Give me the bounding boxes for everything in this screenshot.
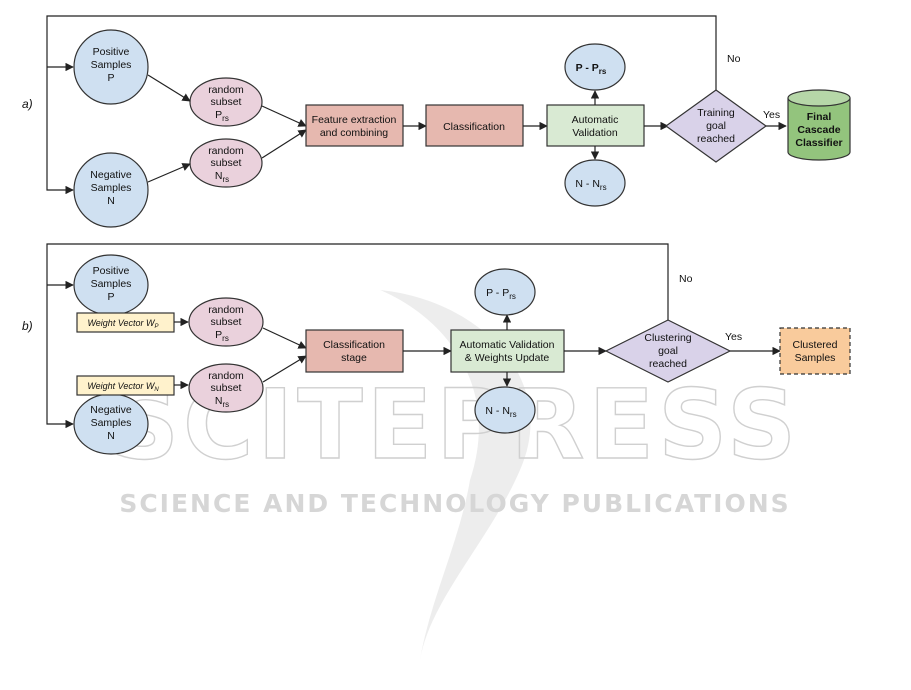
panel-b: b) No Positive Samples P Negative Sample… [22, 243, 851, 455]
svg-text:Samples: Samples [795, 352, 836, 364]
svg-text:Automatic: Automatic [572, 114, 619, 126]
svg-text:Prs: Prs [215, 329, 229, 343]
svg-text:Positive: Positive [93, 46, 130, 58]
svg-text:random: random [208, 145, 244, 157]
svg-text:& Weights Update: & Weights Update [465, 352, 550, 364]
watermark: SCITEPRESS SCIENCE AND TECHNOLOGY PUBLIC… [109, 290, 797, 660]
b-random-subset-positive: random subset Prs [188, 297, 264, 347]
svg-text:stage: stage [341, 352, 367, 364]
svg-text:Nrs: Nrs [215, 170, 229, 184]
b-clustering-goal-diamond: Clustering goal reached [604, 319, 732, 383]
svg-text:Classification: Classification [443, 121, 505, 133]
svg-text:random: random [208, 304, 244, 316]
a-feature-extraction-box: Feature extraction and combining [305, 104, 404, 147]
b-negative-samples: Negative Samples N [73, 393, 149, 455]
b-random-subset-negative: random subset Nrs [188, 363, 264, 413]
svg-text:P: P [107, 72, 114, 84]
a-classification-box: Classification [425, 104, 524, 147]
svg-text:P - Prs: P - Prs [486, 287, 516, 301]
svg-text:Negative: Negative [90, 169, 132, 181]
b-validation-weights-box: Automatic Validation & Weights Update [450, 329, 565, 373]
svg-text:P: P [107, 291, 114, 303]
a-no-label: No [727, 53, 741, 65]
b-classification-stage-box: Classification stage [305, 329, 404, 373]
watermark-small-text: SCIENCE AND TECHNOLOGY PUBLICATIONS [119, 489, 790, 518]
panel-b-label: b) [22, 319, 33, 333]
a-n-minus-nrs: N - Nrs [564, 159, 626, 207]
svg-text:Prs: Prs [215, 109, 229, 123]
a-training-goal-diamond: Training goal reached [664, 89, 768, 163]
svg-text:Weight Vector WN: Weight Vector WN [87, 381, 159, 393]
svg-text:Cascade: Cascade [797, 124, 840, 136]
svg-text:Nrs: Nrs [215, 395, 229, 409]
svg-text:and combining: and combining [320, 127, 388, 139]
svg-text:N: N [107, 430, 115, 442]
svg-text:goal: goal [706, 120, 726, 132]
svg-text:Samples: Samples [91, 417, 132, 429]
b-feedback-loop [46, 243, 669, 429]
a-p-minus-prs: P - Prs [564, 43, 626, 91]
a-negative-samples: Negative Samples N [73, 152, 149, 228]
a-random-subset-negative: random subset Nrs [189, 138, 263, 188]
a-random-subset-positive: random subset Prs [189, 77, 263, 127]
svg-text:reached: reached [697, 133, 735, 145]
b-positive-samples: Positive Samples P [73, 254, 149, 316]
a-yes-label: Yes [763, 109, 780, 121]
panel-a: a) No Positive Samples P Negative Sample… [22, 15, 851, 228]
panel-a-label: a) [22, 97, 33, 111]
svg-text:Clustering: Clustering [644, 332, 691, 344]
svg-text:random: random [208, 84, 244, 96]
svg-text:Samples: Samples [91, 278, 132, 290]
svg-text:subset: subset [211, 316, 242, 328]
b-yes-label: Yes [725, 331, 742, 343]
a-final-cascade-classifier: Final Cascade Classifier [787, 89, 851, 161]
b-p-minus-prs: P - Prs [474, 268, 536, 316]
b-weight-vector-n: Weight Vector WN [76, 375, 175, 396]
b-n-minus-nrs: N - Nrs [474, 386, 536, 434]
b-clustered-samples-box: Clustered Samples [779, 327, 851, 375]
watermark-swoosh [380, 290, 531, 660]
svg-text:N: N [107, 195, 115, 207]
b-no-label: No [679, 273, 693, 285]
svg-text:Final: Final [807, 111, 832, 123]
svg-text:Samples: Samples [91, 182, 132, 194]
svg-text:Classification: Classification [323, 339, 385, 351]
svg-text:Validation: Validation [572, 127, 617, 139]
svg-text:Training: Training [697, 107, 735, 119]
svg-text:subset: subset [211, 382, 242, 394]
svg-text:subset: subset [211, 157, 242, 169]
svg-text:Automatic Validation: Automatic Validation [460, 339, 555, 351]
svg-text:subset: subset [211, 96, 242, 108]
svg-text:N - Nrs: N - Nrs [485, 405, 516, 419]
b-weight-vector-p: Weight Vector WP [76, 312, 175, 333]
svg-text:P - Prs: P - Prs [576, 62, 607, 76]
svg-text:Clustered: Clustered [793, 339, 838, 351]
svg-text:Feature extraction: Feature extraction [312, 114, 397, 126]
svg-text:goal: goal [658, 345, 678, 357]
a-automatic-validation-box: Automatic Validation [546, 104, 645, 147]
svg-text:Samples: Samples [91, 59, 132, 71]
a-feedback-loop [46, 15, 717, 195]
svg-text:N - Nrs: N - Nrs [575, 178, 606, 192]
a-positive-samples: Positive Samples P [73, 29, 149, 105]
svg-text:reached: reached [649, 358, 687, 370]
svg-text:Weight Vector WP: Weight Vector WP [87, 318, 158, 330]
svg-text:random: random [208, 370, 244, 382]
svg-text:Negative: Negative [90, 404, 132, 416]
svg-text:Positive: Positive [93, 265, 130, 277]
svg-text:Classifier: Classifier [795, 137, 842, 149]
